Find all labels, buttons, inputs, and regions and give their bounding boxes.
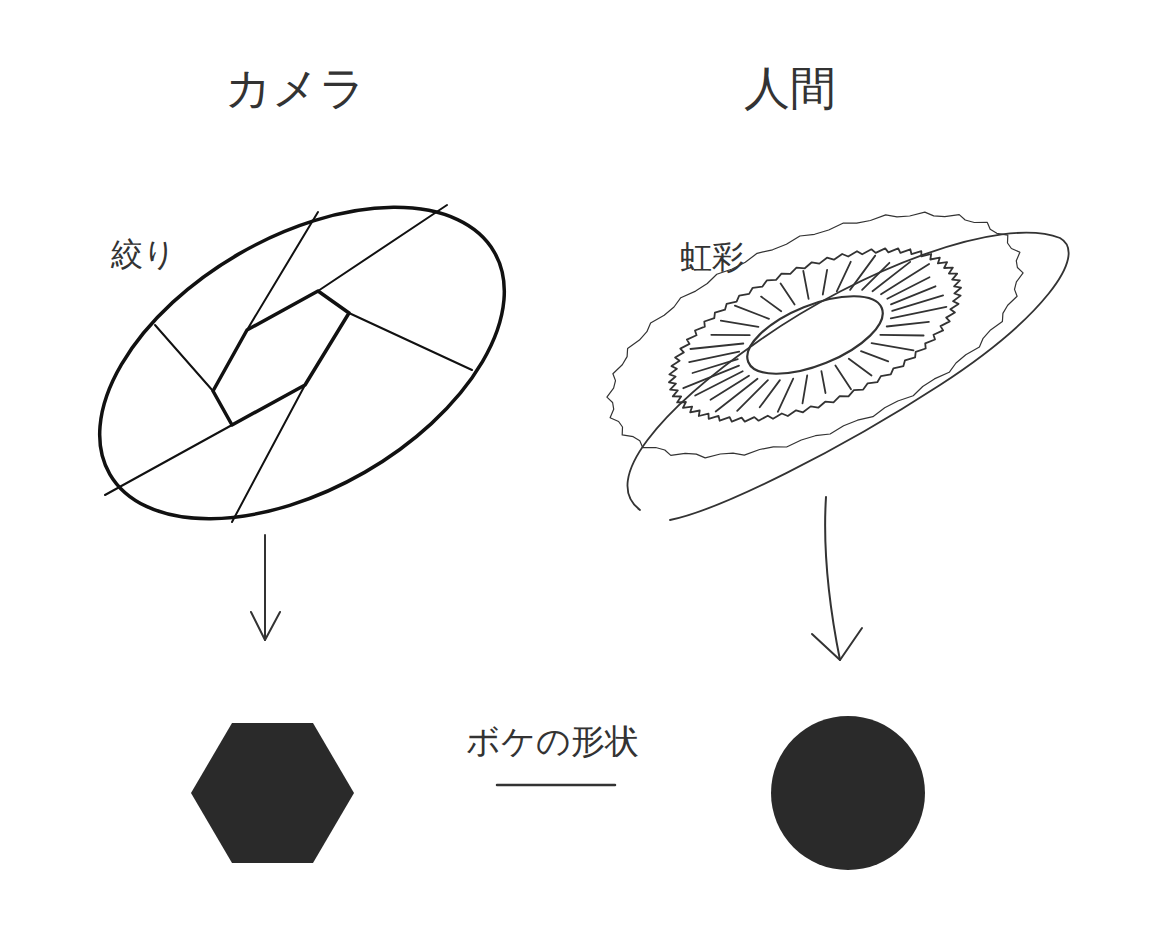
column-heading: カメラ: [225, 63, 366, 114]
part-label: 虹彩: [680, 240, 744, 275]
caption-label: ボケの形状: [466, 723, 639, 760]
iris-drawing: [607, 212, 1069, 520]
aperture-opening: [213, 291, 349, 425]
arrows: [251, 497, 862, 660]
column-heading: 人間: [744, 63, 836, 114]
underline: [497, 784, 615, 787]
hexagon-bokeh: [191, 723, 354, 863]
part-label: 絞り: [111, 237, 176, 272]
lens-outline: [47, 143, 558, 583]
circle-bokeh: [771, 716, 925, 870]
aperture-blades: [105, 205, 472, 522]
